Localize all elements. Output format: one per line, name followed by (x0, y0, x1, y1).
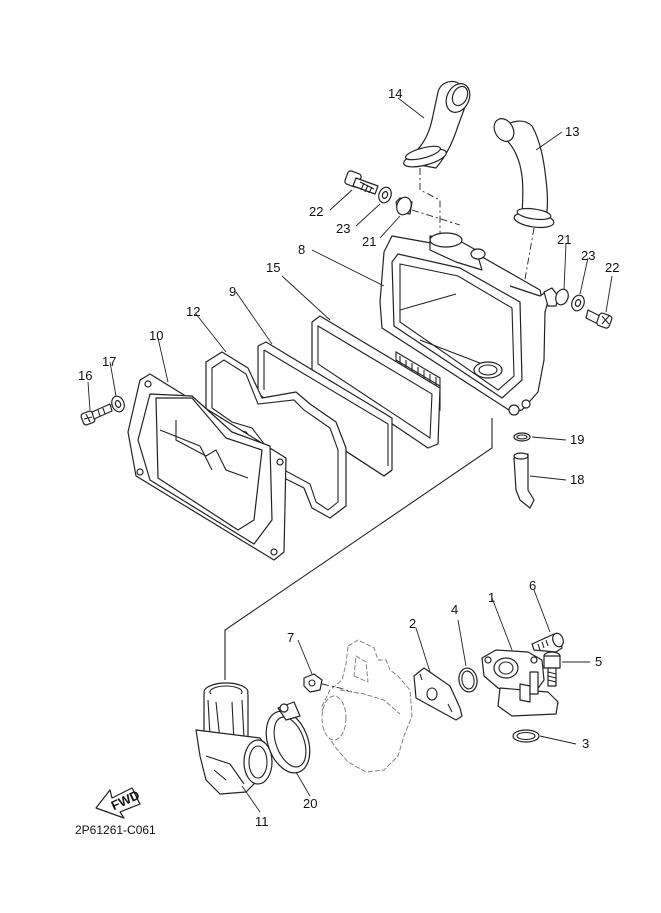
part-11-joint (195, 682, 273, 795)
callout-15: 15 (266, 260, 280, 275)
fwd-arrow-icon: FWD (95, 787, 142, 819)
callout-23-right: 23 (581, 248, 595, 263)
callout-23-left: 23 (336, 221, 350, 236)
callout-19: 19 (570, 432, 584, 447)
part-2-plate (413, 667, 463, 721)
callout-8: 8 (298, 242, 305, 257)
part-7-nut (303, 673, 323, 693)
callout-10: 10 (149, 328, 163, 343)
part-19-clip (513, 432, 531, 442)
callout-7: 7 (287, 630, 294, 645)
callout-22-left: 22 (309, 204, 323, 219)
part-8-case (379, 232, 553, 416)
callout-20: 20 (303, 796, 317, 811)
leader-lines (87, 97, 613, 813)
part-22-bolt-left (344, 170, 379, 195)
part-20-clamp (265, 701, 311, 774)
callout-21-left: 21 (362, 234, 376, 249)
part-3-oring (512, 729, 540, 743)
part-22-bolt-right (585, 309, 613, 329)
part-10-cover (127, 373, 287, 561)
carburetor-outline (321, 639, 413, 773)
callout-6: 6 (529, 578, 536, 593)
part-5-bolt (543, 651, 561, 687)
callout-12: 12 (186, 304, 200, 319)
hose-14-guide (419, 168, 441, 250)
callout-14: 14 (388, 86, 402, 101)
part-4-oring (458, 667, 478, 693)
callout-9: 9 (229, 284, 236, 299)
nut-7-guide (321, 683, 353, 693)
callout-16: 16 (78, 368, 92, 383)
part-14-hose (403, 80, 471, 169)
bolt-left-guide (411, 209, 461, 226)
callout-22-right: 22 (605, 260, 619, 275)
diagram-code: 2P61261-C061 (75, 823, 156, 837)
callout-2: 2 (409, 616, 416, 631)
callout-5: 5 (595, 654, 602, 669)
part-17-washer (111, 395, 125, 413)
callout-1: 1 (488, 590, 495, 605)
part-1-manifold (481, 649, 559, 717)
part-23-washer-left (378, 186, 392, 204)
assembly-line (224, 418, 493, 680)
callout-3: 3 (582, 736, 589, 751)
part-18-drain (513, 452, 535, 509)
part-21-collar-left (395, 196, 413, 216)
part-21-collar-right (543, 287, 569, 307)
callout-11: 11 (255, 814, 269, 829)
callout-21-right: 21 (557, 232, 571, 247)
hose-13-guide (521, 227, 535, 297)
callout-18: 18 (570, 472, 584, 487)
callout-4: 4 (451, 602, 458, 617)
part-16-screw (80, 403, 113, 426)
part-23-washer-right (571, 294, 585, 312)
part-13-hose (493, 118, 555, 229)
callout-17: 17 (102, 354, 116, 369)
part-6-bolt (531, 632, 564, 653)
callout-13: 13 (565, 124, 579, 139)
